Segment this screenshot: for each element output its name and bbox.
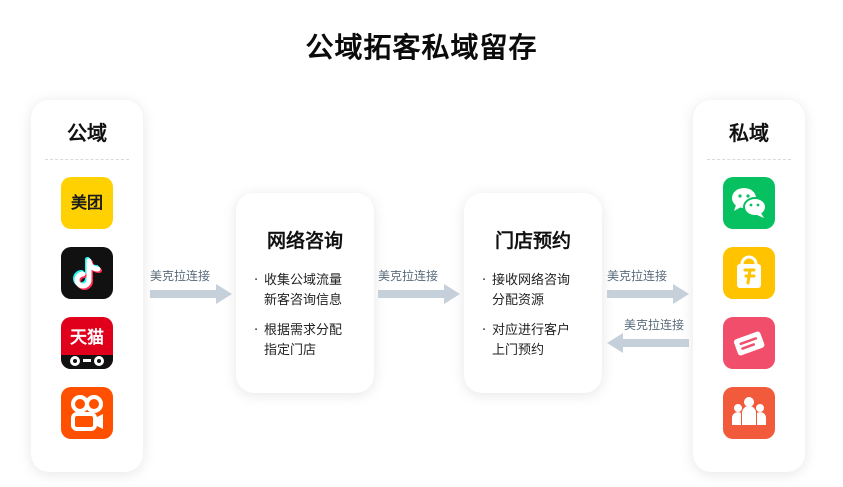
private-domain-card: 私域 [693, 100, 805, 472]
store-booking-card: 门店预约 接收网络咨询 分配资源 对应进行客户 上门预约 [464, 193, 602, 393]
shopping-bag-icon [723, 247, 775, 299]
wechat-icon [723, 177, 775, 229]
arrow-label: 美克拉连接 [607, 269, 668, 283]
page-title: 公域拓客私域留存 [305, 31, 538, 64]
arrow-label: 美克拉连接 [150, 269, 211, 283]
online-consult-card: 网络咨询 收集公域流量 新客咨询信息 根据需求分配 指定门店 [236, 193, 374, 393]
meituan-icon: 美团 [61, 177, 113, 229]
douyin-icon [61, 247, 113, 299]
arrow-label: 美克拉连接 [624, 318, 685, 332]
list-item: 收集公域流量 新客咨询信息 [254, 271, 374, 311]
online-consult-heading: 网络咨询 [266, 230, 343, 252]
divider [707, 159, 791, 160]
public-domain-heading: 公域 [67, 121, 107, 145]
list-item: 接收网络咨询 分配资源 [482, 271, 602, 311]
list-item: 对应进行客户 上门预约 [482, 321, 602, 361]
private-domain-heading: 私域 [729, 121, 769, 145]
arrow-right-icon [378, 284, 460, 304]
group-icon [723, 387, 775, 439]
arrow-right-icon [150, 284, 232, 304]
arrow-label: 美克拉连接 [378, 269, 439, 283]
public-domain-card: 公域 美团 天猫 [31, 100, 143, 472]
arrow-right-icon [607, 284, 689, 304]
divider [45, 159, 129, 160]
kuaishou-icon [61, 387, 113, 439]
arrow-left-icon [607, 333, 689, 353]
store-booking-heading: 门店预约 [494, 230, 571, 252]
ticket-icon [723, 317, 775, 369]
list-item: 根据需求分配 指定门店 [254, 321, 374, 361]
tmall-icon: 天猫 [61, 317, 113, 369]
